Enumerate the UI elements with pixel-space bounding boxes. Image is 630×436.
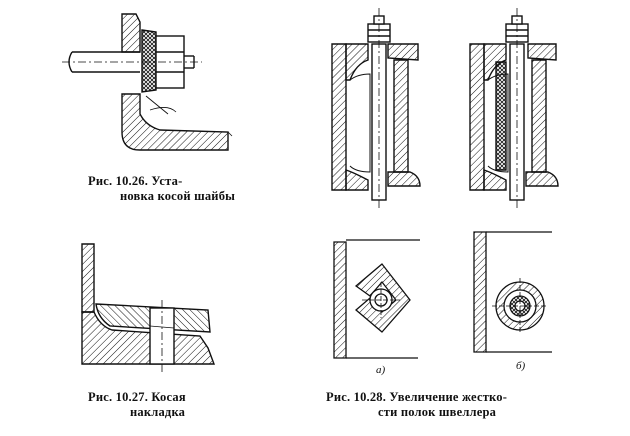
caption-line: Рис. 10.28. Увеличение жестко- xyxy=(326,390,508,404)
vertical-flange-upper xyxy=(121,13,141,53)
bolt-shank xyxy=(72,51,140,73)
variant-a-label: а) xyxy=(376,364,386,376)
caption-line: новка косой шайбы xyxy=(120,189,236,203)
stiffener-right xyxy=(495,61,507,171)
flange-right-right xyxy=(527,43,557,61)
figure-10-28-sections xyxy=(331,8,559,210)
caption-line: накладка xyxy=(130,405,186,419)
angle-vertical-flange xyxy=(81,243,95,313)
angle-section xyxy=(121,93,229,151)
caption-line: Рис. 10.26. Уста- xyxy=(88,174,183,188)
figure-10-26-drawing xyxy=(62,13,233,151)
bevel-washer xyxy=(141,29,157,93)
caption-line: сти полок швеллера xyxy=(378,405,497,419)
figure-10-28-plans xyxy=(333,231,552,359)
figure-10-27-drawing xyxy=(81,243,216,372)
variant-b-label: б) xyxy=(516,360,526,372)
figure-10-26-caption: Рис. 10.26. Уста- новка косой шайбы xyxy=(88,174,235,204)
stiffener-left xyxy=(393,59,409,173)
figure-10-28-caption: Рис. 10.28. Увеличение жестко- сти полок… xyxy=(326,390,507,420)
channel-left-web xyxy=(331,43,347,191)
plan-a-web xyxy=(333,241,347,359)
figure-10-27-caption: Рис. 10.27. Косая накладка xyxy=(88,390,186,420)
angle-horizontal-flange xyxy=(81,311,216,365)
caption-line: Рис. 10.27. Косая xyxy=(88,390,186,404)
flange-right-left xyxy=(387,43,419,61)
channel-left-flange-bottom xyxy=(345,169,369,191)
plan-b-web xyxy=(473,231,487,353)
channel-right-web xyxy=(469,43,485,191)
